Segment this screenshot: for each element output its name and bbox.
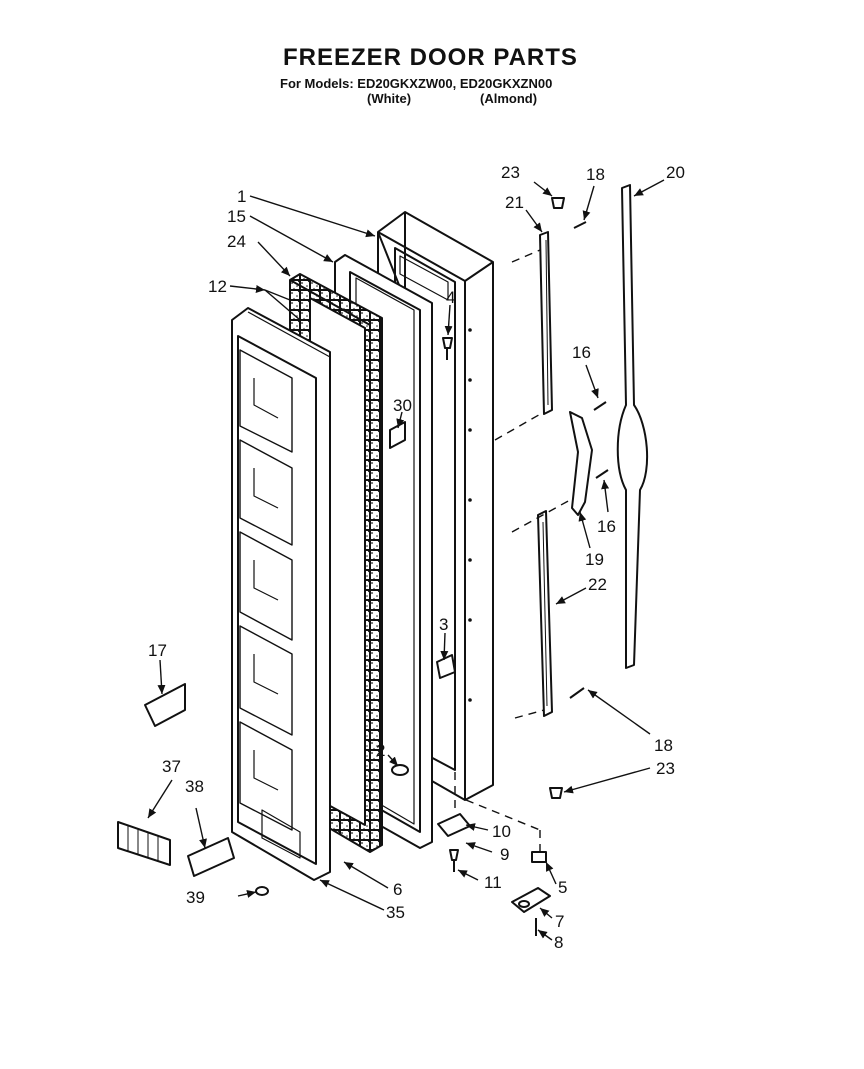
clip-part-23-top — [551, 197, 565, 209]
callout-7: 7 — [555, 912, 564, 931]
callout-38: 38 — [185, 777, 204, 796]
screw-part-16-bottom — [595, 469, 609, 479]
callout-39: 39 — [186, 888, 205, 907]
callout-23-bottom: 23 — [656, 759, 675, 778]
variant-white: (White) — [367, 91, 412, 106]
variant-almond: (Almond) — [480, 91, 538, 106]
callout-24: 24 — [227, 232, 246, 251]
diagram-title: FREEZER DOOR PARTS — [283, 44, 578, 71]
screw-part-16-top — [593, 401, 607, 411]
lower-hinge-part-7 — [511, 887, 551, 913]
screw-part-11 — [449, 849, 459, 872]
callout-2: 2 — [376, 741, 385, 760]
screw-part-18-bottom — [569, 687, 585, 699]
assembly-lines — [454, 249, 571, 852]
callout-12: 12 — [208, 277, 227, 296]
callout-20: 20 — [666, 163, 685, 182]
callout-17: 17 — [148, 641, 167, 660]
lower-hinge-bracket — [537, 510, 553, 717]
screw-part-39 — [255, 886, 269, 896]
callout-18-top: 18 — [586, 165, 605, 184]
diagram-header: FREEZER DOOR PARTS For Models: ED20GKXZW… — [0, 0, 864, 120]
callout-16-bottom: 16 — [597, 517, 616, 536]
grille-part-37 — [117, 821, 171, 866]
screw-part-4 — [442, 337, 453, 360]
callout-10: 10 — [492, 822, 511, 841]
callout-19: 19 — [585, 550, 604, 569]
upper-hinge-bracket — [539, 231, 553, 415]
door-handle-trim — [616, 184, 649, 669]
callout-8: 8 — [554, 933, 563, 952]
models-line: For Models: ED20GKXZW00, ED20GKXZN00 — [280, 76, 553, 91]
callout-11: 11 — [484, 873, 502, 892]
callout-labels: 1 15 24 12 4 30 3 2 10 9 11 5 7 8 6 35 3… — [148, 163, 685, 952]
callout-37: 37 — [162, 757, 181, 776]
callout-16-top: 16 — [572, 343, 591, 362]
cover-part-38 — [187, 837, 235, 877]
callout-22: 22 — [588, 575, 607, 594]
callout-18-bottom: 18 — [654, 736, 673, 755]
callout-30: 30 — [393, 396, 412, 415]
callout-21: 21 — [505, 193, 524, 212]
callout-9: 9 — [500, 845, 509, 864]
screw-part-18-top — [573, 221, 587, 229]
callout-5: 5 — [558, 878, 567, 897]
handle-bracket — [569, 411, 593, 516]
bushing-part-2 — [391, 764, 409, 776]
hinge-pin-part-5 — [531, 851, 547, 863]
callout-1: 1 — [237, 187, 246, 206]
callout-4: 4 — [446, 288, 455, 307]
bracket-part-17 — [144, 683, 186, 727]
callout-3: 3 — [439, 615, 448, 634]
leader-lines — [147, 179, 665, 941]
shim-part-10 — [437, 813, 471, 837]
callout-23-top: 23 — [501, 163, 520, 182]
clip-part-23-bottom — [549, 787, 563, 799]
callout-6: 6 — [393, 880, 402, 899]
callout-35: 35 — [386, 903, 405, 922]
inner-door-liner — [231, 307, 331, 881]
callout-15: 15 — [227, 207, 246, 226]
